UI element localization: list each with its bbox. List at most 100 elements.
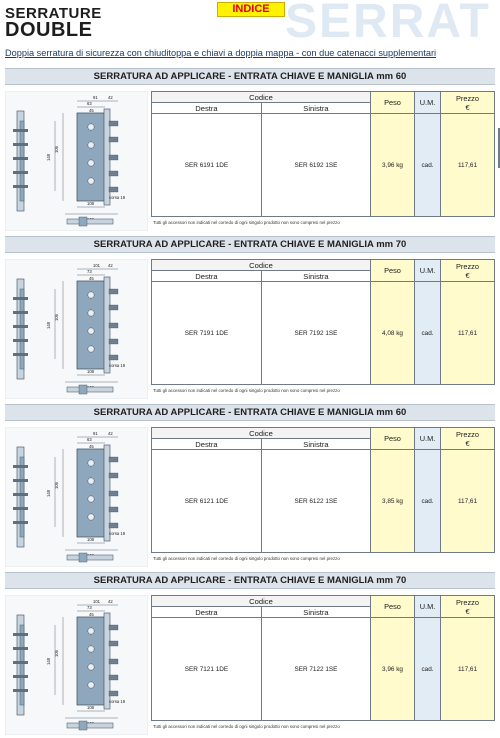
product-section: SERRATURA AD APPLICARE - ENTRATA CHIAVE … — [5, 404, 495, 567]
price-table: Codice Peso U.M. Prezzo€ Destra Sinistra… — [151, 427, 495, 553]
strike-plate-tab — [78, 552, 88, 563]
index-button[interactable]: INDICE — [217, 2, 285, 17]
dim-label-h1: 106 — [54, 481, 59, 489]
drawing-background — [5, 91, 148, 231]
lock-bolt-1 — [108, 640, 119, 647]
weight-value: 3,85 kg — [370, 449, 415, 553]
lock-hole-1 — [87, 645, 95, 653]
lock-technical-drawing: 101427345106148108162corsa 19 — [5, 595, 148, 735]
dim-label-w1: 91 — [93, 431, 98, 436]
lock-hole-1 — [87, 141, 95, 149]
lock-bolt-0 — [108, 456, 119, 463]
dim-label-w1: 101 — [93, 599, 101, 604]
side-profile-body — [19, 288, 25, 370]
drawing-background — [5, 427, 148, 567]
weight-value: 4,08 kg — [370, 281, 415, 385]
prezzo-label: Prezzo — [455, 93, 479, 103]
dim-label-w3: 63 — [87, 101, 92, 106]
dim-label-w4: 45 — [89, 444, 94, 449]
side-bolt-0 — [13, 633, 28, 636]
um-header: U.M. — [414, 91, 441, 114]
sinistra-header: Sinistra — [260, 438, 372, 450]
side-bolt-4 — [13, 353, 28, 356]
lock-hole-0 — [87, 291, 95, 299]
side-bolt-4 — [13, 185, 28, 188]
prezzo-label: Prezzo — [455, 261, 479, 271]
dim-label-h2: 148 — [46, 657, 51, 665]
dim-label-h2: 148 — [46, 489, 51, 497]
lock-hole-3 — [87, 345, 95, 353]
peso-header: Peso — [370, 595, 415, 618]
section-title: SERRATURA AD APPLICARE - ENTRATA CHIAVE … — [5, 404, 495, 421]
strike-plate-tab — [78, 384, 88, 395]
destra-header: Destra — [151, 606, 262, 618]
dim-label-w1: 91 — [93, 95, 98, 100]
side-profile-body — [19, 456, 25, 538]
codice-header: Codice — [151, 91, 371, 103]
price-table: Codice Peso U.M. Prezzo€ Destra Sinistra… — [151, 595, 495, 721]
lock-bolt-1 — [108, 304, 119, 311]
page-title-line2: DOUBLE — [5, 19, 93, 41]
price-table: Codice Peso U.M. Prezzo€ Destra Sinistra… — [151, 91, 495, 217]
price-value: 117,61 — [440, 617, 495, 721]
dim-label-corsa: corsa 19 — [109, 363, 126, 368]
strike-plate — [66, 554, 114, 561]
prezzo-label: Prezzo — [455, 429, 479, 439]
code-sinistra: SER 6122 1SE — [260, 449, 372, 553]
side-bolt-0 — [13, 297, 28, 300]
dim-label-h1: 106 — [54, 313, 59, 321]
code-destra: SER 7121 1DE — [151, 617, 262, 721]
lock-bolt-2 — [108, 490, 119, 497]
strike-plate-tab — [78, 216, 88, 227]
dim-label-w4: 45 — [89, 276, 94, 281]
price-value: 117,61 — [440, 113, 495, 217]
peso-header: Peso — [370, 91, 415, 114]
price-note: Tutti gli accessori non indicati nel cor… — [153, 556, 340, 561]
price-table: Codice Peso U.M. Prezzo€ Destra Sinistra… — [151, 259, 495, 385]
side-bolt-1 — [13, 647, 28, 650]
um-header: U.M. — [414, 259, 441, 282]
lock-hole-2 — [87, 495, 95, 503]
lock-bolt-4 — [108, 522, 119, 529]
code-sinistra: SER 7192 1SE — [260, 281, 372, 385]
dim-label-w3: 73 — [87, 605, 92, 610]
lock-hole-2 — [87, 327, 95, 335]
dim-label-w4: 45 — [89, 612, 94, 617]
side-bolt-0 — [13, 465, 28, 468]
dim-label-w3: 73 — [87, 269, 92, 274]
lock-bolt-2 — [108, 154, 119, 161]
lock-bolt-1 — [108, 472, 119, 479]
lock-bolt-4 — [108, 186, 119, 193]
codice-header: Codice — [151, 259, 371, 271]
page-title-line1: SERRATURE — [5, 5, 102, 22]
lock-hole-2 — [87, 663, 95, 671]
unit-value: cad. — [414, 617, 441, 721]
side-bolt-3 — [13, 339, 28, 342]
code-destra: SER 7191 1DE — [151, 281, 262, 385]
strike-plate — [66, 218, 114, 225]
dim-label-h1: 106 — [54, 145, 59, 153]
peso-header: Peso — [370, 427, 415, 450]
lock-hole-3 — [87, 681, 95, 689]
side-bolt-2 — [13, 325, 28, 328]
dim-label-w4: 45 — [89, 108, 94, 113]
product-section: SERRATURA AD APPLICARE - ENTRATA CHIAVE … — [5, 236, 495, 399]
prezzo-header: Prezzo€ — [440, 427, 495, 450]
lock-hole-3 — [87, 177, 95, 185]
product-section: SERRATURA AD APPLICARE - ENTRATA CHIAVE … — [5, 572, 495, 735]
lock-technical-drawing: 91426345106148108162corsa 19 — [5, 91, 148, 231]
section-title: SERRATURA AD APPLICARE - ENTRATA CHIAVE … — [5, 68, 495, 85]
dim-label-w2: 42 — [108, 95, 113, 100]
dim-label-corsa: corsa 19 — [109, 699, 126, 704]
dim-label-corsa: corsa 19 — [109, 195, 126, 200]
lock-hole-0 — [87, 459, 95, 467]
code-sinistra: SER 7122 1SE — [260, 617, 372, 721]
lock-bolt-4 — [108, 690, 119, 697]
page-subtitle: Doppia serratura di sicurezza con chiudi… — [5, 48, 437, 58]
sinistra-header: Sinistra — [260, 270, 372, 282]
dim-label-w2: 42 — [108, 431, 113, 436]
sinistra-header: Sinistra — [260, 102, 372, 114]
section-title: SERRATURA AD APPLICARE - ENTRATA CHIAVE … — [5, 236, 495, 253]
lock-hole-0 — [87, 627, 95, 635]
dim-label-corsa: corsa 19 — [109, 531, 126, 536]
